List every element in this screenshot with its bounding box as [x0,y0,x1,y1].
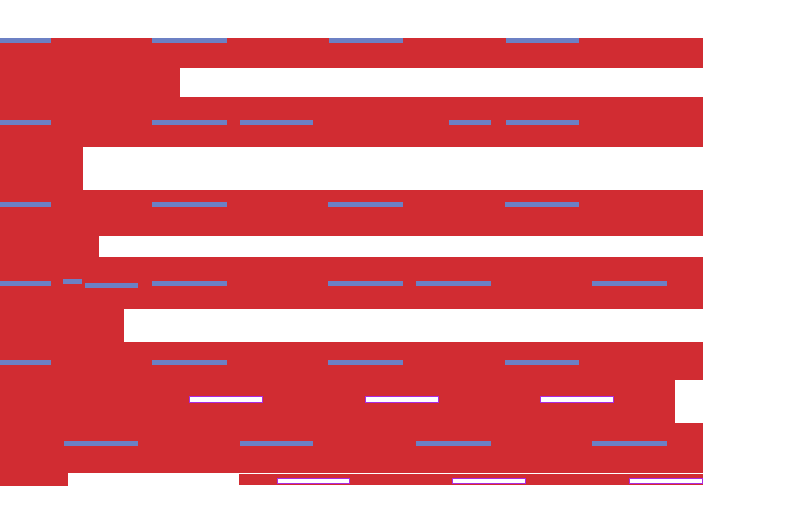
outlined-link-underline[interactable] [365,396,439,403]
outlined-link-underline[interactable] [277,478,350,484]
link-underline[interactable] [0,360,51,365]
outlined-link-underline[interactable] [189,396,263,403]
link-underline[interactable] [0,281,51,286]
link-underline[interactable] [506,38,579,43]
link-underline[interactable] [328,281,403,286]
outlined-link-underline[interactable] [629,478,703,484]
link-underline[interactable] [505,360,579,365]
link-underline[interactable] [328,202,403,207]
link-underline[interactable] [0,38,51,43]
link-underline[interactable] [240,441,313,446]
link-underline[interactable] [506,120,579,125]
link-underline[interactable] [505,202,579,207]
link-underline[interactable] [63,279,82,284]
text-line-block [0,309,124,342]
link-underline[interactable] [0,120,51,125]
text-line-block [0,97,703,147]
link-underline[interactable] [329,38,403,43]
link-underline[interactable] [416,281,491,286]
link-underline[interactable] [416,441,491,446]
outlined-link-underline[interactable] [540,396,614,403]
link-underline[interactable] [152,281,227,286]
link-underline[interactable] [592,441,667,446]
link-underline[interactable] [592,281,667,286]
link-underline[interactable] [64,441,138,446]
text-line-block [0,473,68,486]
text-line-block [0,423,703,473]
link-underline[interactable] [0,202,51,207]
text-line-block [0,147,83,190]
link-underline[interactable] [240,120,313,125]
text-line-block [0,190,703,236]
link-underline[interactable] [152,38,227,43]
link-underline[interactable] [85,283,138,288]
text-line-block [0,68,180,97]
text-line-block [0,236,99,257]
link-underline[interactable] [152,360,227,365]
outlined-link-underline[interactable] [452,478,526,484]
link-underline[interactable] [328,360,403,365]
link-underline[interactable] [152,202,227,207]
text-line-block [0,38,703,68]
link-underline[interactable] [449,120,491,125]
link-underline[interactable] [152,120,227,125]
